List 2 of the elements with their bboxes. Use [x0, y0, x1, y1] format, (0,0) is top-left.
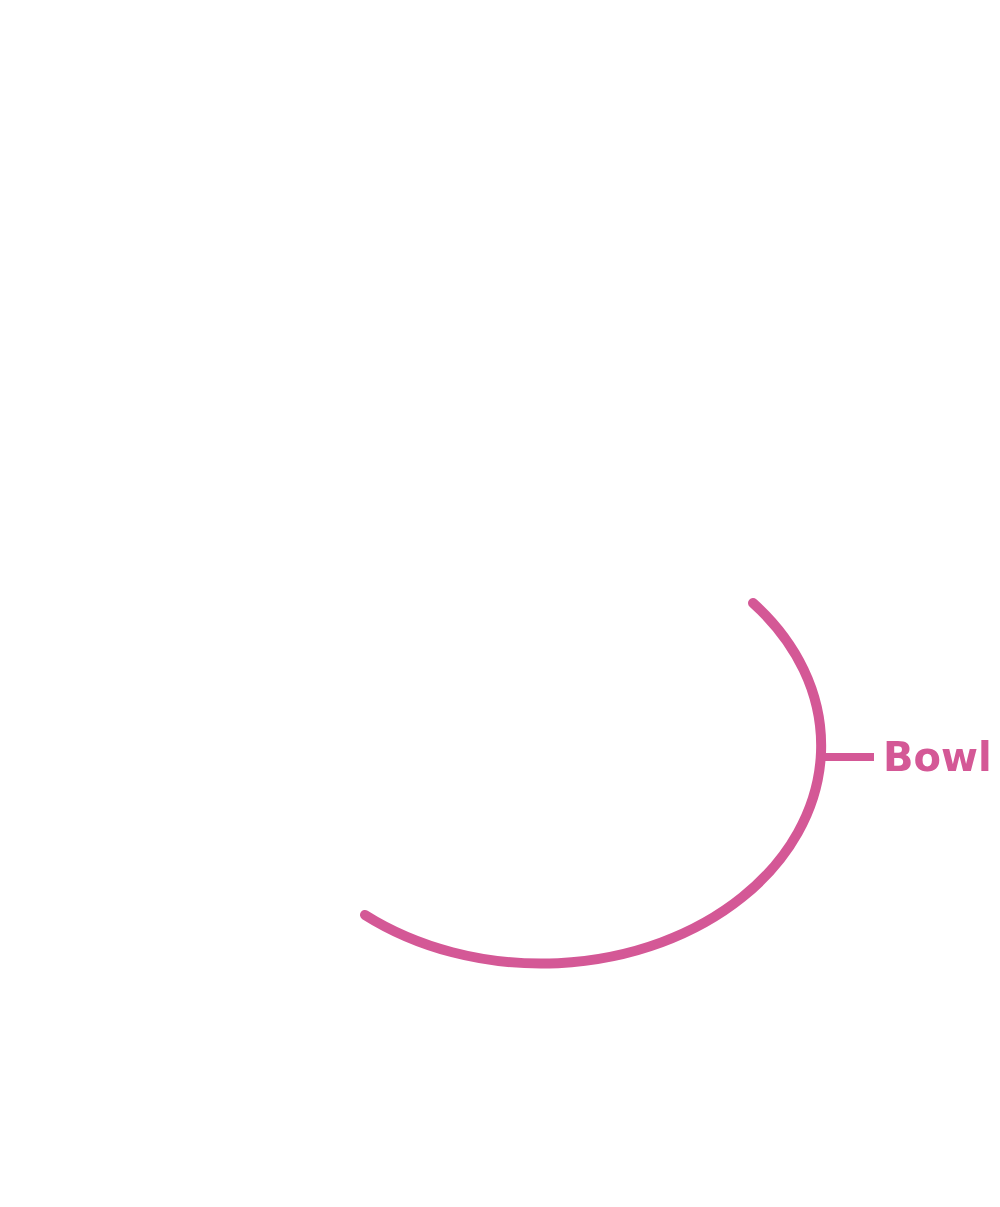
part-label: Bowl	[883, 737, 992, 777]
bowl-outline	[360, 598, 826, 969]
